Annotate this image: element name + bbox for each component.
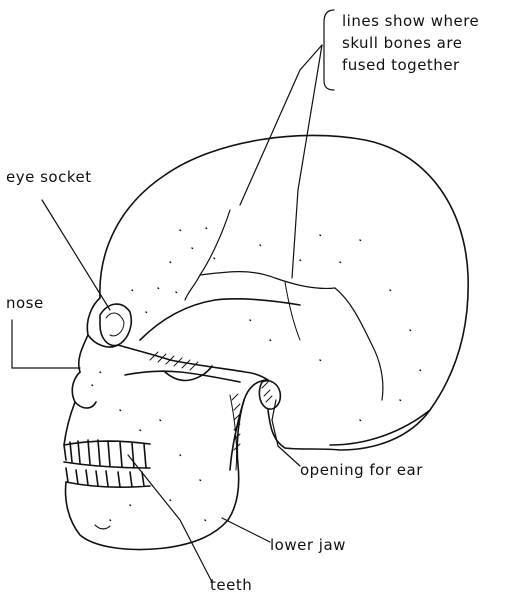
suture-lambdoid [335,288,383,400]
maxilla [64,402,75,445]
sutures-label-line-1: lines show where [342,10,479,32]
nose-label: nose [6,292,44,314]
ear-leader [272,400,300,466]
eye-socket-shade [106,313,124,336]
mastoid [268,410,285,448]
cranium-outline [100,135,468,450]
nose-opening [72,372,96,408]
sutures-label: lines show where skull bones are fused t… [342,10,479,76]
suture-coronal [185,210,230,300]
sutures-leader-2 [292,45,322,278]
sutures-leader-1 [240,45,322,205]
sutures-label-line-3: fused together [342,54,479,76]
eye-socket-leader [42,200,110,310]
ear-opening [259,381,280,409]
brow-ridge [87,298,118,347]
mandible [66,380,268,549]
lower-jaw-label: lower jaw [270,534,346,556]
zygomatic-arch [118,345,268,380]
temporal-ridge [140,299,300,340]
suture-squamous [200,272,335,289]
nose-leader [12,320,80,368]
sutures-label-line-2: skull bones are [342,32,479,54]
nasal-bone [79,335,88,372]
teeth-label: teeth [210,574,252,596]
sutures-bracket [324,10,334,90]
ear-opening-label: opening for ear [300,459,423,481]
occipital-contour [330,410,430,445]
eye-socket-label: eye socket [6,166,92,188]
suture-parietal [285,282,300,340]
lower-jaw-leader [222,518,270,542]
teeth-leader [128,455,212,582]
chin-mark [95,525,110,529]
lower-teeth [66,468,150,487]
eye-socket-rim [100,304,131,346]
